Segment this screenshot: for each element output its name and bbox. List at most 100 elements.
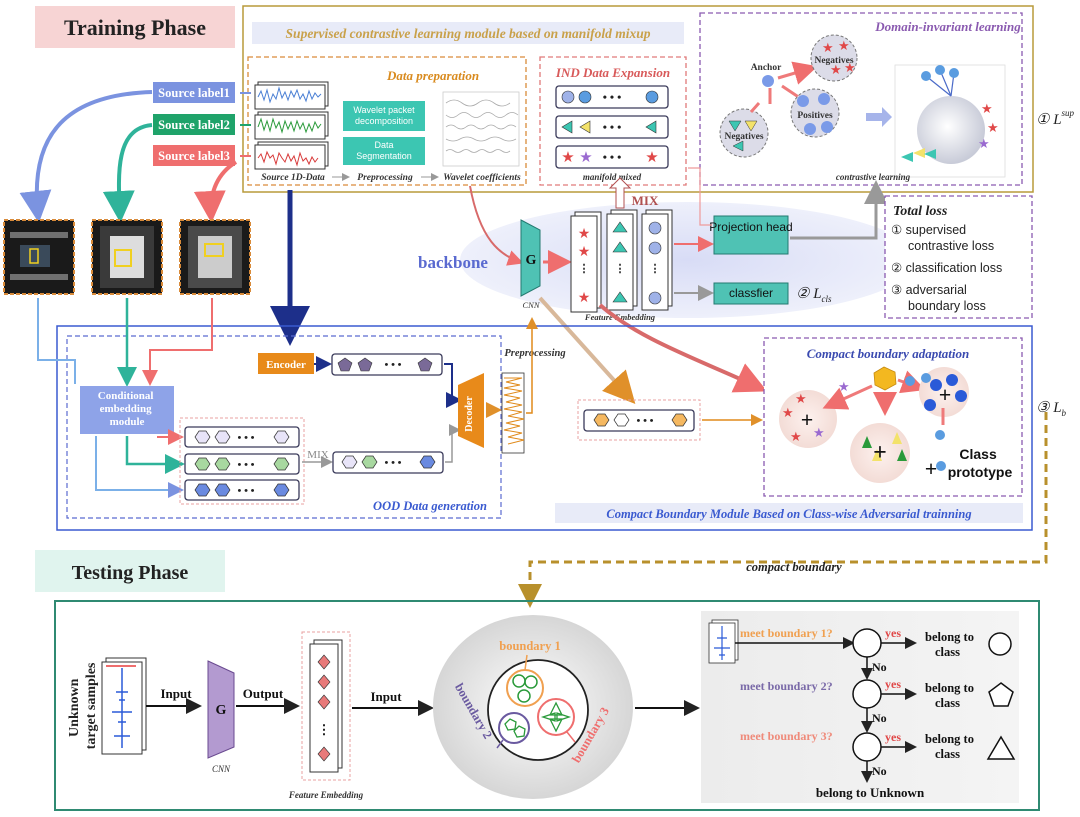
source-label-3-box [153,145,235,166]
source-signals [254,81,329,170]
classifier-label: classfier [729,286,773,300]
classifier-box [713,282,789,305]
no-2: No [872,711,887,725]
label3-curve [193,160,238,223]
loss-b-subscript: b [1062,408,1067,418]
yes-1: yes [885,626,901,640]
anchor-label: Anchor [751,63,782,73]
meet-boundary-3: meet boundary 3? [740,729,833,743]
boundary-2-circle [498,712,530,744]
svg-text:• • •: • • • [636,415,653,427]
belong-class-2-line-2: class [935,696,960,710]
ood-title: OOD Data generation [373,499,487,513]
svg-text:• • •: • • • [603,90,622,104]
boundary-1-label: boundary 1 [499,639,560,653]
svg-text:⋮: ⋮ [650,263,661,275]
adaptation-clusters: ★ ★ ★ ★ + ★ + + + [779,366,969,483]
feature-embedding-label: Feature Embedding [584,312,656,322]
mix-bottom-label: MIX [307,449,328,461]
domain-invariant-title-text: Domain-invariant learning [874,19,1021,34]
preprocessing-label: Preprocessing [357,173,413,183]
belong-class-3-line-1: belong to [925,732,974,746]
svg-text:★: ★ [987,120,999,135]
source-label-1-box [153,82,235,103]
yes-2: yes [885,677,901,691]
label2-curve [102,123,153,223]
no-3: No [872,764,887,778]
svg-text:★: ★ [561,150,574,166]
svg-text:+: + [925,456,938,481]
source-label-2-box [153,114,235,135]
contrastive-title: Supervised contrastive learning module b… [286,26,651,41]
belong-class-1: belong to class [925,630,977,659]
belong-unknown: belong to Unknown [816,785,925,800]
svg-text:★: ★ [813,425,825,440]
svg-text:• • •: • • • [603,120,622,134]
mix-top-label: MIX [632,193,659,208]
test-cnn-label: CNN [212,764,231,774]
total-loss-item-2: contrastive loss [908,239,994,253]
svg-text:⋮: ⋮ [615,263,626,275]
conditional-module-label: Conditional embedding module [98,390,156,428]
testing-frame [54,600,1040,811]
output-label: Output [243,686,284,701]
belong-class-3-line-2: class [935,747,960,761]
boundary-module-title-band [555,503,1023,523]
cnn-label: CNN [522,300,540,310]
belong-class-2: belong to class [925,681,977,710]
source-labels: Source label1 Source label2 Source label… [153,82,251,166]
learned-embedding: ★ ★ ★ [894,64,1006,178]
target-signal [101,657,147,755]
testing-phase-badge [35,550,225,592]
no-1: No [872,660,887,674]
conditional-line-2: embedding [100,403,152,415]
svg-text:★: ★ [578,245,591,260]
class-prototype-line-2: prototype [948,464,1013,480]
svg-text:★: ★ [830,62,842,77]
yes-3: yes [885,730,901,744]
svg-text:⋮: ⋮ [579,263,590,275]
training-phase-badge [35,6,235,48]
total-loss-item-4: ③ adversarial [891,283,967,297]
ood-box [66,335,502,519]
svg-text:★: ★ [838,38,850,53]
unknown-samples-label: Unknown target samples [67,662,99,749]
svg-text:★: ★ [782,405,794,420]
class-prototype-label: Class prototype [948,446,1013,480]
svg-text:• • •: • • • [603,150,622,164]
training-phase-title: Training Phase [64,15,206,40]
loss-cls-text: ② L [796,286,822,302]
data-preparation-title: Data preparation [386,68,479,83]
svg-text:★: ★ [790,429,802,444]
compact-boundary-connector [518,412,1048,608]
decoder-block [458,373,484,448]
decision-node-2 [852,679,882,709]
hex-rows: • • • • • • • • • [179,417,305,505]
positives-label: Positives [797,111,833,121]
img3-line [142,298,213,386]
svg-text:★: ★ [838,379,850,394]
feature-images [3,219,251,295]
loss-sup-superscript: sup [1062,108,1075,118]
projection-head-box [713,215,789,255]
svg-text:• • •: • • • [384,359,401,371]
encoder-label: Encoder [266,359,306,371]
compact-boundary-label: compact boundary [746,560,842,574]
test-feature-embedding-label: Feature Embedding [288,790,364,800]
belong-class-1-line-1: belong to [925,630,974,644]
class-triangle-icon [986,735,1016,760]
loss-sup: ① Lsup [1036,108,1075,128]
proj-to-domain [790,180,888,240]
training-phase: Training Phase Supervised contrastive le… [3,5,1075,531]
source-data-label: Source 1D-Data [261,173,325,183]
test-g-block [207,660,235,759]
backbone-label: backbone [418,253,488,272]
domain-invariant-box [699,12,1023,186]
negatives-bottom-label: Negatives [724,132,763,142]
g-label: G [526,253,537,268]
svg-text:⋮: ⋮ [318,722,331,737]
decision-node-1 [852,628,882,658]
compact-adaptation-title: Compact boundary adaptation [807,346,970,361]
